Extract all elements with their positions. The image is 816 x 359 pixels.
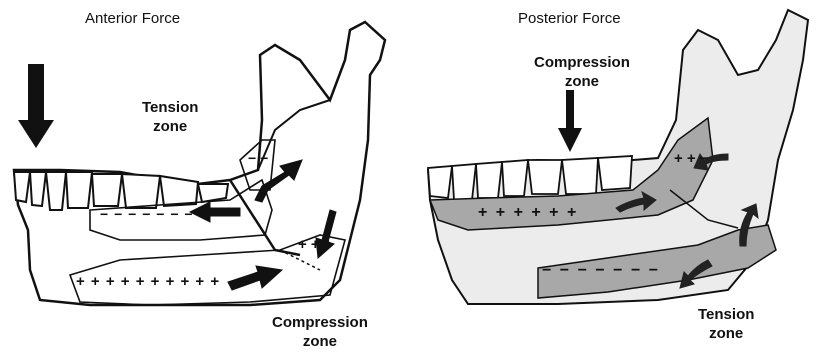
tooth [476, 162, 502, 198]
tooth [30, 172, 46, 206]
plus-signs-lower: + + + + + + + + + + [76, 273, 220, 290]
ramus-signs: + + − [674, 150, 709, 167]
plus-signs-upper: + + + + + + [478, 204, 578, 222]
tooth [66, 172, 92, 208]
compression-zone-label: Compression zone [272, 313, 368, 351]
anterior-force-arrow [18, 64, 54, 148]
minus-signs-upper: − − − − − − − − [100, 206, 208, 222]
tooth [502, 160, 528, 196]
tooth [14, 172, 30, 202]
tooth [562, 158, 598, 194]
tooth [46, 172, 66, 210]
tooth [122, 174, 160, 208]
anterior-mandible-drawing [0, 0, 408, 359]
tension-zone-label: Tension zone [698, 305, 754, 343]
posterior-force-arrow [558, 90, 582, 152]
tooth [452, 164, 476, 200]
plus-signs-ramus: + + + [298, 236, 333, 253]
tooth [528, 160, 562, 194]
compression-zone-label: Compression zone [534, 53, 630, 91]
tooth [92, 174, 122, 206]
tension-zone-label: Tension zone [142, 98, 198, 136]
posterior-force-panel: Posterior Force [408, 0, 816, 359]
minus-signs-condyle: − − [248, 150, 268, 166]
mandible-body [14, 22, 385, 305]
anterior-force-panel: Anterior Force [0, 0, 408, 359]
tooth [160, 176, 198, 206]
tooth [198, 184, 228, 202]
tooth [598, 156, 632, 190]
minus-signs-lower: − − − − − − − [542, 262, 660, 280]
tooth [428, 166, 452, 198]
